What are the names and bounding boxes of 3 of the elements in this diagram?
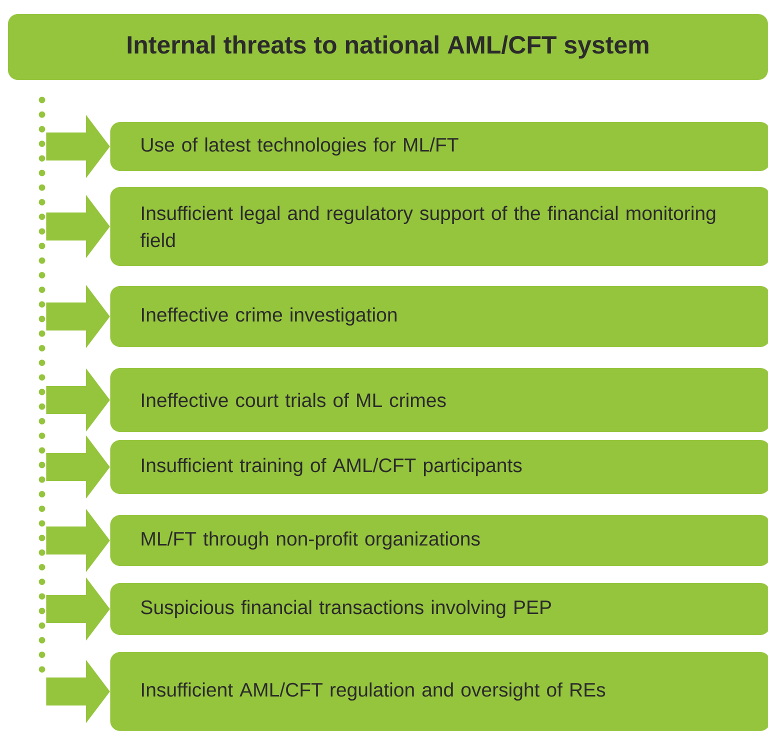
threat-box: Insufficient AML/CFT regulation and oversight of REs [110,652,768,731]
dotted-line [38,96,46,673]
title-banner: Internal threats to national AML/CFT system [8,14,768,80]
